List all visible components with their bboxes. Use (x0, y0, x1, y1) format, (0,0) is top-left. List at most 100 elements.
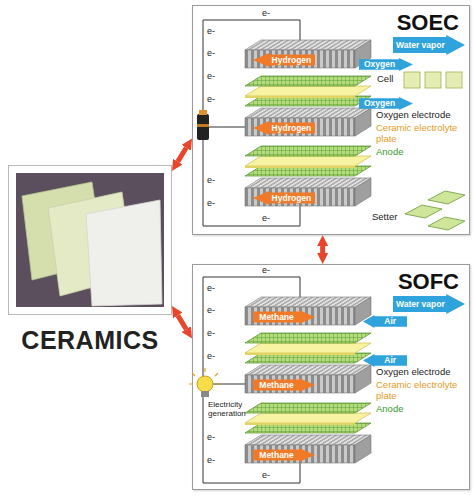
part-label: Anode (376, 404, 436, 415)
flow-label: Oxygen (359, 97, 400, 110)
soec-circuit (199, 110, 207, 115)
flow-arrow: Air (363, 315, 407, 328)
flow-arrow: Hydrogen (253, 53, 315, 67)
electron-label: e- (262, 470, 276, 480)
ceramic-photo (48, 192, 134, 296)
flow-arrow: Methane (253, 378, 315, 392)
part-label: Oxygen electrode (376, 367, 468, 378)
flow-label: Methane (253, 310, 300, 324)
soec-circuit (197, 124, 209, 127)
setter-plates (428, 191, 465, 204)
part-label: Ceramic electrolyte plate (376, 380, 466, 402)
flow-arrow: Water vapor (393, 294, 465, 314)
arrow-shape (253, 310, 315, 324)
flow-label: Hydrogen (268, 121, 315, 135)
setter-plates (428, 217, 465, 230)
sofc-circuit (197, 376, 213, 392)
electron-label: e- (262, 265, 276, 275)
ceramic-photo (16, 173, 164, 307)
cell-sample (425, 72, 441, 88)
electron-label: e- (207, 432, 221, 442)
double-arrow (178, 148, 186, 162)
flow-arrow: Oxygen (359, 58, 413, 71)
sofc-circuit (189, 368, 221, 384)
sofc-panel: SOFCWater vaporMethaneAirMethaneAirMetha… (192, 264, 470, 490)
sofc-circuit (201, 391, 209, 397)
electron-label: e- (207, 48, 221, 58)
flow-label: Methane (253, 378, 300, 392)
flow-label: Hydrogen (268, 191, 315, 205)
electron-label: e- (207, 455, 221, 465)
cell-sample (404, 72, 420, 88)
soec-panel: SOECWater vaporHydrogenOxygenHydrogenOxy… (192, 5, 470, 235)
flow-label: Water vapor (393, 35, 448, 55)
ceramic-photo (22, 182, 104, 280)
flow-arrow: Methane (253, 310, 315, 324)
flow-label: Oxygen (359, 58, 400, 71)
arrow-shape (359, 97, 413, 110)
part-label: Ceramic electrolyte plate (376, 123, 466, 145)
connector-group (178, 148, 323, 329)
electron-label: e- (207, 26, 221, 36)
arrow-shape (253, 378, 315, 392)
sofc-stack (245, 297, 371, 463)
part-label: Electricity generation (208, 400, 254, 418)
panel-title: SOEC (397, 10, 459, 36)
electron-label: e- (207, 351, 221, 361)
soec-circuit (197, 114, 209, 140)
electron-label: e- (262, 213, 276, 223)
electron-label: e- (207, 328, 221, 338)
electron-label: e- (207, 94, 221, 104)
panel-title: SOFC (398, 269, 459, 295)
setter-plates (405, 205, 442, 218)
flow-arrow: Water vapor (393, 35, 465, 55)
arrow-shape (363, 315, 407, 328)
electron-label: e- (207, 305, 221, 315)
arrow-shape (363, 354, 407, 367)
sofc-circuit (203, 277, 300, 483)
arrow-shape (253, 191, 315, 205)
arrow-shape (393, 294, 465, 314)
soec-circuit (197, 20, 300, 226)
flow-arrow: Hydrogen (253, 121, 315, 135)
sofc-circuit (189, 277, 300, 483)
flow-label: Air (374, 315, 407, 328)
part-label: Oxygen electrode (376, 110, 468, 121)
arrow-shape (253, 448, 315, 462)
flow-arrow: Air (363, 354, 407, 367)
flow-label: Methane (253, 448, 300, 462)
soec-circuit (203, 20, 300, 226)
part-label: Setter (372, 212, 404, 223)
cell-sample (404, 72, 462, 88)
setter-plates (405, 191, 465, 230)
double-arrow (320, 246, 325, 253)
arrow-shape (253, 121, 315, 135)
flow-label: Air (374, 354, 407, 367)
part-label: Anode (376, 147, 436, 158)
cell-sample (446, 72, 462, 88)
flow-label: Hydrogen (268, 53, 315, 67)
double-arrow (178, 315, 186, 329)
section-heading: CERAMICS (9, 326, 171, 355)
ceramic-photo (86, 200, 162, 306)
soec-stack (245, 40, 371, 206)
flow-arrow: Methane (253, 448, 315, 462)
ceramic-photo (16, 173, 164, 307)
arrow-shape (359, 58, 413, 71)
electron-label: e- (262, 8, 276, 18)
part-label: Cell (377, 74, 403, 85)
flow-label: Water vapor (393, 294, 448, 314)
electron-label: e- (207, 175, 221, 185)
arrow-shape (253, 53, 315, 67)
electron-label: e- (207, 71, 221, 81)
arrow-shape (393, 35, 465, 55)
electron-label: e- (207, 198, 221, 208)
electron-label: e- (207, 283, 221, 293)
flow-arrow: Oxygen (359, 97, 413, 110)
flow-arrow: Hydrogen (253, 191, 315, 205)
